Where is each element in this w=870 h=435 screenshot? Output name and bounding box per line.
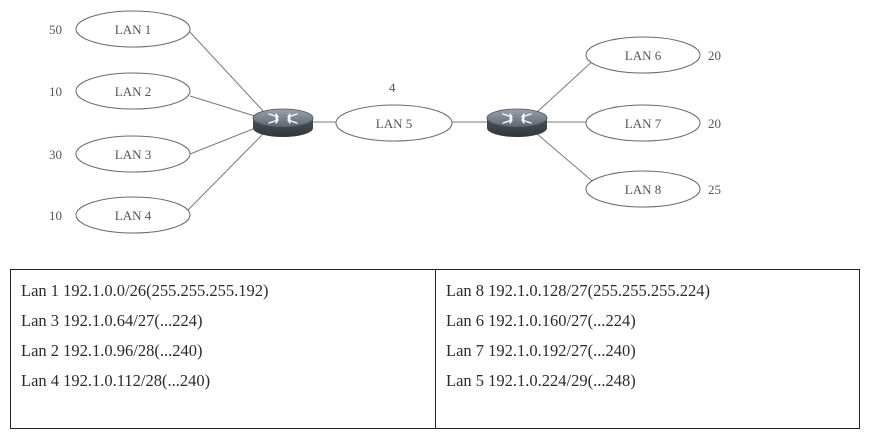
lan5-label: LAN 5 xyxy=(376,116,412,131)
link-lan1 xyxy=(187,29,266,114)
lan8-node xyxy=(585,170,701,208)
router-left xyxy=(252,108,314,137)
lan5-host-count: 4 xyxy=(389,80,396,95)
lan3-node xyxy=(75,135,191,173)
link-lan2 xyxy=(189,95,259,118)
lan6-label: LAN 6 xyxy=(625,48,662,63)
lan4-node xyxy=(75,196,191,234)
network-links xyxy=(187,29,599,211)
subnet-row: Lan 8 192.1.0.128/27(255.255.255.224) xyxy=(446,281,710,300)
lan4-label: LAN 4 xyxy=(115,208,152,223)
lan1-node xyxy=(75,10,191,48)
lan3-label: LAN 3 xyxy=(115,147,151,162)
lan8-label: LAN 8 xyxy=(625,182,661,197)
lan7-host-count: 20 xyxy=(708,116,721,131)
lan2-host-count: 10 xyxy=(49,84,62,99)
subnet-row: Lan 3 192.1.0.64/27(...224) xyxy=(21,311,203,330)
lan2-label: LAN 2 xyxy=(115,84,151,99)
link-lan8 xyxy=(535,132,599,187)
lan6-host-count: 20 xyxy=(708,48,721,63)
subnet-column-right: Lan 8 192.1.0.128/27(255.255.255.224) La… xyxy=(436,270,859,428)
subnet-row: Lan 7 192.1.0.192/27(...240) xyxy=(446,341,636,360)
lan1-host-count: 50 xyxy=(49,22,62,37)
lan8-host-count: 25 xyxy=(708,182,721,197)
lan3-host-count: 30 xyxy=(49,147,62,162)
subnet-allocation-table: Lan 1 192.1.0.0/26(255.255.255.192) Lan … xyxy=(10,269,860,429)
subnet-row: Lan 6 192.1.0.160/27(...224) xyxy=(446,311,636,330)
router-right xyxy=(486,108,548,137)
subnet-column-left: Lan 1 192.1.0.0/26(255.255.255.192) Lan … xyxy=(11,270,436,428)
lan6-node xyxy=(585,36,701,74)
lan2-node xyxy=(75,72,191,110)
link-lan6 xyxy=(535,57,597,114)
subnet-row: Lan 2 192.1.0.96/28(...240) xyxy=(21,341,203,360)
subnet-row: Lan 5 192.1.0.224/29(...248) xyxy=(446,371,636,390)
subnet-row: Lan 4 192.1.0.112/28(...240) xyxy=(21,371,211,390)
subnet-row: Lan 1 192.1.0.0/26(255.255.255.192) xyxy=(21,281,269,300)
lan1-label: LAN 1 xyxy=(115,22,151,37)
lan7-label: LAN 7 xyxy=(625,116,662,131)
lan7-node xyxy=(585,104,701,142)
link-lan4 xyxy=(187,131,266,211)
lan5-node xyxy=(335,104,453,142)
lan4-host-count: 10 xyxy=(49,208,62,223)
link-lan3 xyxy=(189,126,259,155)
network-diagram: LAN 1 LAN 2 LAN 3 LAN 4 LAN 5 LAN 6 LAN … xyxy=(49,10,721,234)
